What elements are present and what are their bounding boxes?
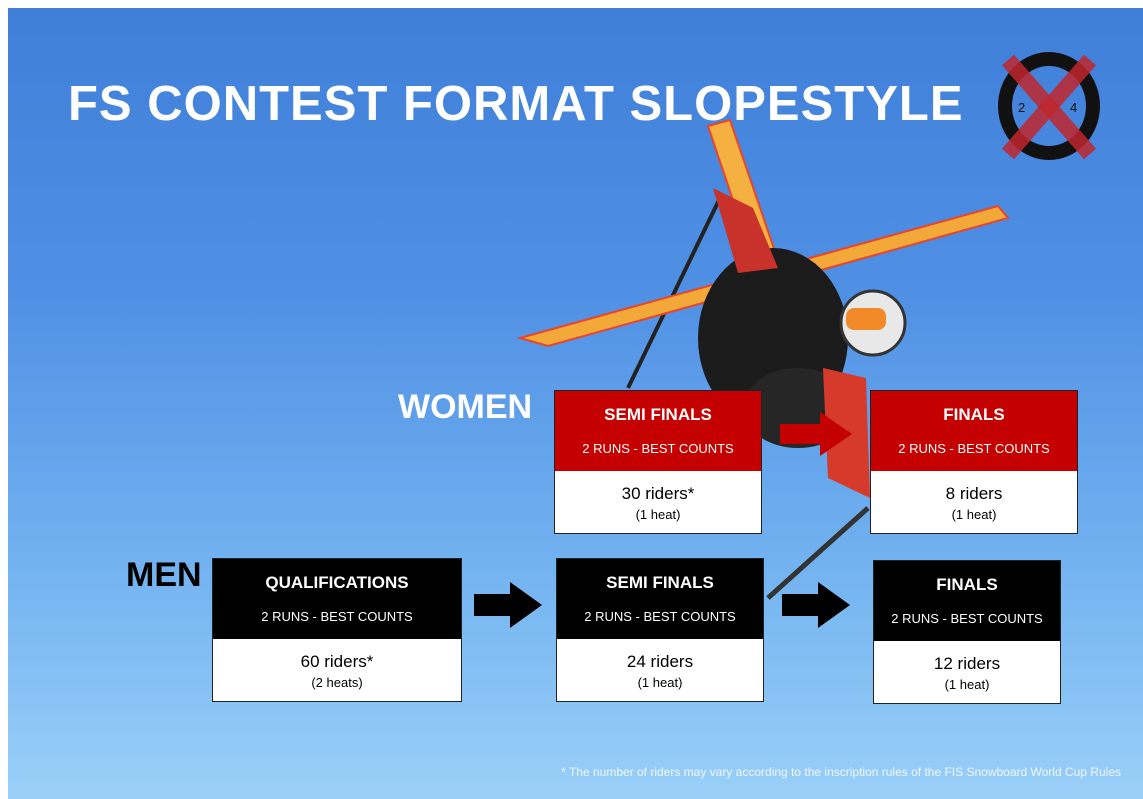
runs-format: 2 RUNS - BEST COUNTS	[582, 441, 734, 456]
box-body: 24 riders (1 heat)	[557, 639, 763, 690]
arrow-right-icon	[780, 412, 852, 456]
page-title: FS CONTEST FORMAT SLOPESTYLE	[68, 77, 964, 131]
box-header: QUALIFICATIONS 2 RUNS - BEST COUNTS	[213, 559, 461, 639]
runs-format: 2 RUNS - BEST COUNTS	[898, 441, 1050, 456]
box-body: 60 riders* (2 heats)	[213, 639, 461, 690]
stage-name: SEMI FINALS	[606, 573, 714, 592]
runs-format: 2 RUNS - BEST COUNTS	[261, 609, 413, 624]
box-body: 30 riders* (1 heat)	[555, 471, 761, 522]
heats-count: (2 heats)	[311, 674, 363, 690]
stage-name: QUALIFICATIONS	[265, 573, 409, 592]
men-finals-box: FINALS 2 RUNS - BEST COUNTS 12 riders (1…	[873, 560, 1061, 704]
logo-left-number: 2	[1018, 100, 1025, 115]
heats-count: (1 heat)	[944, 676, 990, 692]
riders-count: 8 riders	[945, 484, 1003, 503]
box-body: 12 riders (1 heat)	[874, 641, 1060, 692]
stage-name: FINALS	[943, 405, 1005, 424]
riders-count: 30 riders*	[621, 484, 695, 503]
logo-right-number: 4	[1070, 100, 1077, 115]
box-header: FINALS 2 RUNS - BEST COUNTS	[871, 391, 1077, 471]
women-finals-box: FINALS 2 RUNS - BEST COUNTS 8 riders (1 …	[870, 390, 1078, 534]
contest-logo: 2 4	[994, 50, 1104, 162]
women-label: WOMEN	[398, 388, 533, 426]
slide: FS CONTEST FORMAT SLOPESTYLE 2 4 WOMEN M…	[8, 8, 1143, 799]
heats-count: (1 heat)	[637, 674, 683, 690]
box-header: FINALS 2 RUNS - BEST COUNTS	[874, 561, 1060, 641]
runs-format: 2 RUNS - BEST COUNTS	[891, 611, 1043, 626]
women-semi-finals-box: SEMI FINALS 2 RUNS - BEST COUNTS 30 ride…	[554, 390, 762, 534]
heats-count: (1 heat)	[951, 506, 997, 522]
box-header: SEMI FINALS 2 RUNS - BEST COUNTS	[555, 391, 761, 471]
arrow-right-icon	[782, 582, 850, 628]
footnote: * The number of riders may vary accordin…	[561, 765, 1121, 779]
riders-count: 60 riders*	[300, 652, 374, 671]
box-body: 8 riders (1 heat)	[871, 471, 1077, 522]
runs-format: 2 RUNS - BEST COUNTS	[584, 609, 736, 624]
men-semi-finals-box: SEMI FINALS 2 RUNS - BEST COUNTS 24 ride…	[556, 558, 764, 702]
box-header: SEMI FINALS 2 RUNS - BEST COUNTS	[557, 559, 763, 639]
stage-name: SEMI FINALS	[604, 405, 712, 424]
riders-count: 24 riders	[626, 652, 694, 671]
skier-photo	[516, 118, 1010, 600]
men-label: MEN	[126, 556, 202, 594]
riders-count: 12 riders	[933, 654, 1001, 673]
stage-name: FINALS	[936, 575, 998, 594]
heats-count: (1 heat)	[635, 506, 681, 522]
men-qualifications-box: QUALIFICATIONS 2 RUNS - BEST COUNTS 60 r…	[212, 558, 462, 702]
arrow-right-icon	[474, 582, 542, 628]
